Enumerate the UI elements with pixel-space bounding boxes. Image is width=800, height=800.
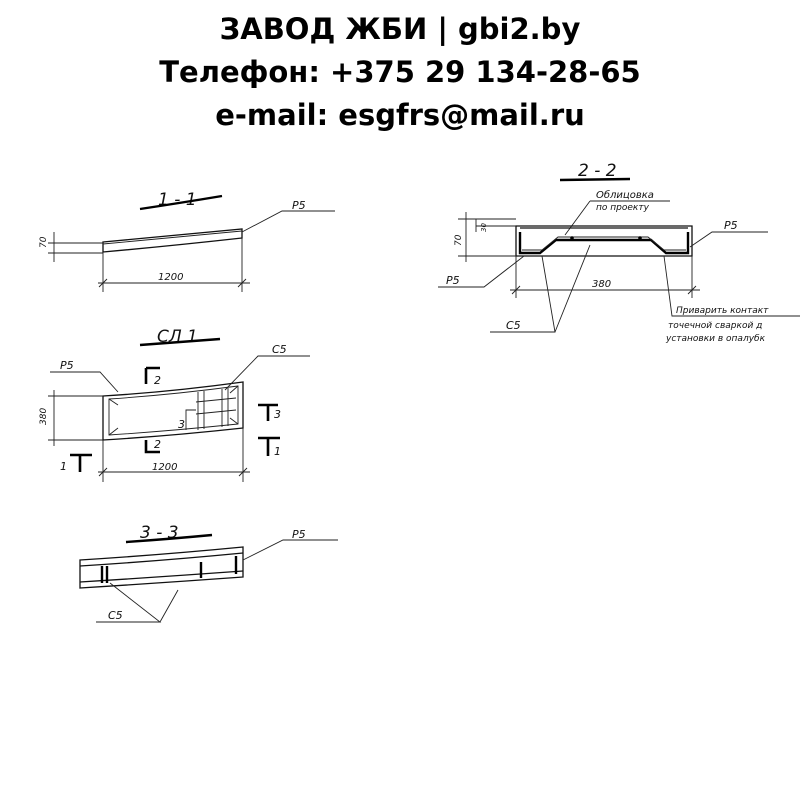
- section-1-1: 1 - 1 Р5 70 1200: [39, 190, 335, 292]
- section-sl1-slab-inner: [108, 385, 239, 436]
- header-email: e-mail: esgfrs@mail.ru: [215, 98, 585, 132]
- section-2-2-weld-note-3: установки в опалубк: [665, 334, 766, 344]
- section-1-1-length-dim: [98, 238, 250, 292]
- section-sl1-width-dim: [48, 390, 103, 446]
- header-company: ЗАВОД ЖБИ | gbi2.by: [219, 12, 581, 46]
- section-3-3-slab: [79, 546, 244, 589]
- section-sl1-length-ticks: [98, 467, 248, 477]
- section-2-2-p5-left-label: Р5: [446, 274, 460, 287]
- section-sl1-cut-3-right: 3: [274, 408, 281, 421]
- section-2-2-p5-left-leader: [438, 255, 525, 288]
- section-3-3-c5-label: С5: [108, 609, 123, 622]
- section-sl1-cut-2-bottom: 2: [154, 438, 161, 451]
- section-3-3: 3 - 3 Р5 С5: [79, 523, 338, 623]
- section-1-1-slab-inner: [102, 230, 243, 245]
- section-1-1-p5-leader: [241, 210, 335, 233]
- header: ЗАВОД ЖБИ | gbi2.by Телефон: +375 29 134…: [0, 8, 800, 137]
- section-2-2-width-ticks: [511, 285, 697, 295]
- section-sl1-cut-1-right-mark: [258, 436, 280, 456]
- section-2-2-weld-note-2: точечной сваркой д: [668, 321, 762, 331]
- section-1-1-height-value: 70: [39, 236, 49, 248]
- section-2-2-rebar-dot: [570, 236, 574, 240]
- section-sl1-rebar-grid: [195, 388, 237, 430]
- section-sl1-length-dim: [98, 428, 250, 482]
- section-sl1-length-value: 1200: [152, 462, 177, 473]
- section-2-2-height-value: 70: [454, 234, 464, 246]
- section-2-2-height-dim: [458, 212, 516, 262]
- section-sl1: СЛ 1 3 Р5 С5 2 2 3 1 1 380: [39, 327, 310, 482]
- section-2-2-c5-leader: [490, 244, 591, 333]
- section-1-1-length-ticks: [98, 278, 247, 288]
- section-sl1-p5-label: Р5: [60, 359, 74, 372]
- section-2-2-rebar-dot: [638, 236, 642, 240]
- section-3-3-title-underline: [125, 533, 213, 544]
- section-sl1-cut-3-inner: 3: [178, 418, 185, 431]
- section-sl1-cut-2-top: 2: [154, 374, 161, 387]
- section-sl1-cut-2-top-mark: [144, 366, 160, 384]
- section-1-1-p5-label: Р5: [292, 199, 306, 212]
- section-3-3-top-layer: [79, 552, 244, 567]
- section-1-1-title-underline: [139, 194, 223, 211]
- section-sl1-cut-1-left-mark: [70, 453, 92, 472]
- section-sl1-c5-leader: [224, 355, 310, 391]
- section-sl1-title-underline: [139, 337, 221, 347]
- section-3-3-c5-leader: [96, 582, 179, 623]
- section-sl1-cut-3-right-mark: [258, 403, 278, 421]
- section-2-2-title: 2 - 2: [578, 161, 617, 181]
- section-sl1-slab-bevels: [108, 385, 239, 436]
- section-sl1-cut-3-inner-mark: [185, 409, 196, 430]
- section-2-2: 2 - 2 Облицовка по проекту Р5 Р5 С5 70 3…: [438, 161, 800, 344]
- section-sl1-cut-1-right: 1: [274, 445, 281, 458]
- section-3-3-p5-leader: [242, 539, 338, 561]
- section-2-2-width-value: 380: [592, 279, 611, 290]
- section-3-3-p5-label: Р5: [292, 528, 306, 541]
- section-sl1-p5-leader: [50, 371, 119, 393]
- section-2-2-inner-profile: [518, 232, 690, 255]
- section-2-2-weld-leader: [663, 255, 800, 317]
- section-2-2-rebar: [522, 236, 686, 251]
- section-sl1-cut-2-bottom-mark: [144, 440, 160, 454]
- section-2-2-note-facing-2: по проекту: [596, 203, 650, 213]
- section-2-2-width-dim: [510, 256, 700, 298]
- section-2-2-small-value: 30: [480, 223, 488, 232]
- section-3-3-ribs: [100, 556, 238, 583]
- section-2-2-p5-right-leader: [689, 231, 768, 248]
- section-sl1-c5-label: С5: [272, 343, 287, 356]
- section-3-3-bottom-layer: [79, 570, 244, 583]
- section-2-2-c5-label: С5: [506, 319, 521, 332]
- section-2-2-p5-right-label: Р5: [724, 219, 738, 232]
- section-sl1-cut-1-left: 1: [60, 460, 67, 473]
- header-phone: Телефон: +375 29 134-28-65: [159, 55, 641, 89]
- section-2-2-facing-leader: [564, 200, 670, 236]
- section-1-1-length-value: 1200: [158, 272, 183, 283]
- section-2-2-title-underline: [559, 177, 631, 182]
- section-2-2-weld-note-1: Приварить контакт: [676, 306, 769, 316]
- section-1-1-slab: [102, 228, 243, 253]
- section-2-2-note-facing-1: Облицовка: [596, 189, 654, 201]
- section-1-1-height-dim: [48, 232, 103, 262]
- section-sl1-width-value: 380: [39, 408, 49, 425]
